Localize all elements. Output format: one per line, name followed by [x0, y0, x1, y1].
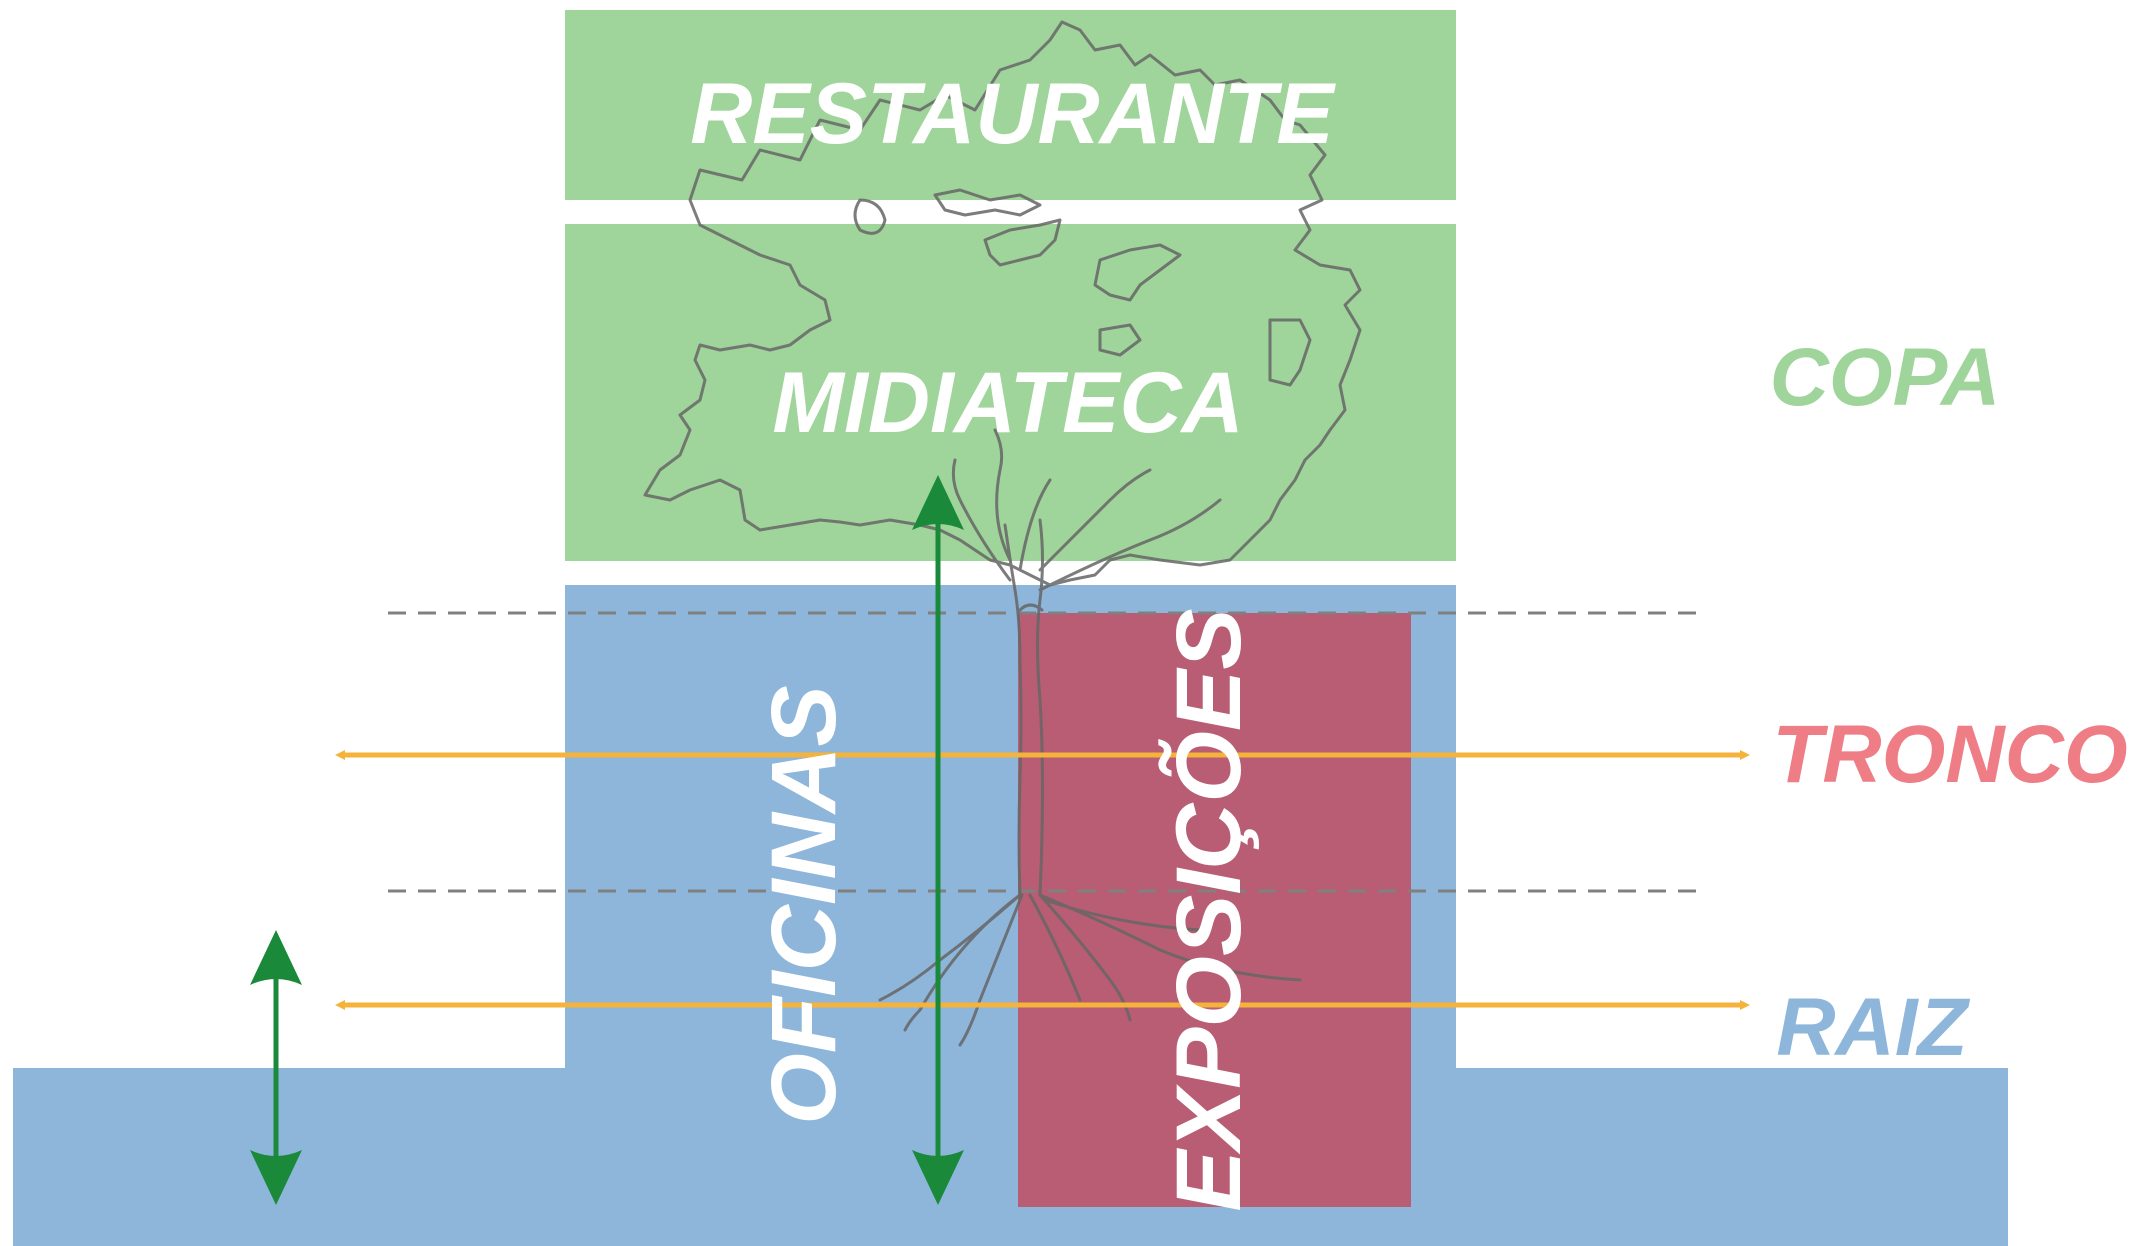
tree-outline-icon: [643, 20, 1362, 1047]
raiz-base-block: [13, 585, 2008, 1246]
raiz-level-label: RAIZ: [1776, 982, 1970, 1073]
restaurante-label: RESTAURANTE: [690, 66, 1336, 162]
exposicoes-label: EXPOSIÇÕES: [1157, 608, 1260, 1211]
tronco-level-label: TRONCO: [1772, 709, 2127, 800]
left-vertical-green-arrow: [250, 930, 302, 1205]
midiateca-block: [565, 224, 1456, 561]
midiateca-label: MIDIATECA: [772, 355, 1243, 451]
copa-level-label: COPA: [1770, 332, 2001, 423]
restaurante-block: [565, 10, 1456, 200]
central-vertical-green-arrow: [912, 475, 964, 1205]
oficinas-label: OFICINAS: [753, 685, 855, 1125]
